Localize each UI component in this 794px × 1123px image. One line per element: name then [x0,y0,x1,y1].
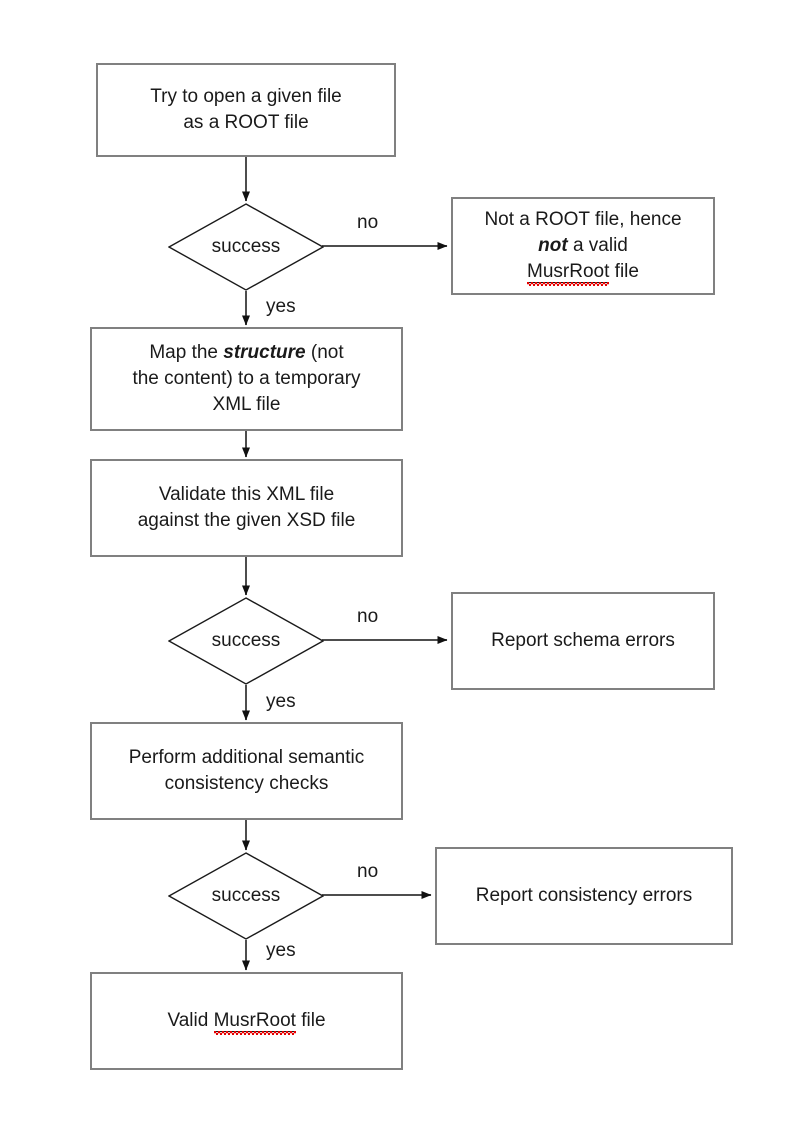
node-line: as a ROOT file [183,112,309,133]
node-line: against the given XSD file [137,510,356,531]
node-line: Report schema errors [491,630,675,651]
edge-label-yes-3: yes [266,940,296,961]
node-line: the content) to a temporary [132,368,361,389]
edge-label-yes-2: yes [266,691,296,712]
node-report-consistency-errors: Report consistency errors [435,847,733,945]
node-not-a-root-file: Not a ROOT file, hence not a valid MusrR… [451,197,715,295]
node-emphasis: structure [223,342,306,363]
node-line: consistency checks [164,773,329,794]
node-line: Map the [149,342,224,363]
node-decision-consistency-success: success [168,852,324,940]
node-line: Valid [167,1010,214,1031]
node-semantic-consistency-checks: Perform additional semantic consistency … [90,722,403,820]
node-decision-schema-success: success [168,597,324,685]
edge-label-no-3: no [357,861,379,882]
spellchecked-word: MusrRoot [527,261,610,283]
edge-label-no-1: no [357,212,379,233]
node-line: XML file [212,394,281,415]
node-label: success [211,885,281,906]
node-try-open-root-file: Try to open a given file as a ROOT file [96,63,396,157]
node-valid-musrroot-file: Valid MusrRoot file [90,972,403,1070]
node-map-structure-to-xml: Map the structure (not the content) to a… [90,327,403,431]
node-line: Report consistency errors [475,885,693,906]
edge-label-no-2: no [357,606,379,627]
node-validate-xml-against-xsd: Validate this XML file against the given… [90,459,403,557]
edge-label-yes-1: yes [266,296,296,317]
node-line: file [295,1010,326,1031]
node-line: Not a ROOT file, hence [484,209,682,230]
diamond-shape-icon [168,597,324,685]
diamond-shape-icon [168,852,324,940]
node-line: Try to open a given file [150,86,342,107]
node-decision-open-success: success [168,203,324,291]
diamond-shape-icon [168,203,324,291]
node-label: success [211,236,281,257]
node-report-schema-errors: Report schema errors [451,592,715,690]
spellchecked-word: MusrRoot [213,1010,296,1032]
node-line: a valid [567,235,628,256]
node-line: file [609,261,639,282]
node-line: (not [305,342,344,363]
node-emphasis: not [538,235,568,256]
node-line: Perform additional semantic [128,747,365,768]
node-line: Validate this XML file [158,484,335,505]
node-label: success [211,630,281,651]
